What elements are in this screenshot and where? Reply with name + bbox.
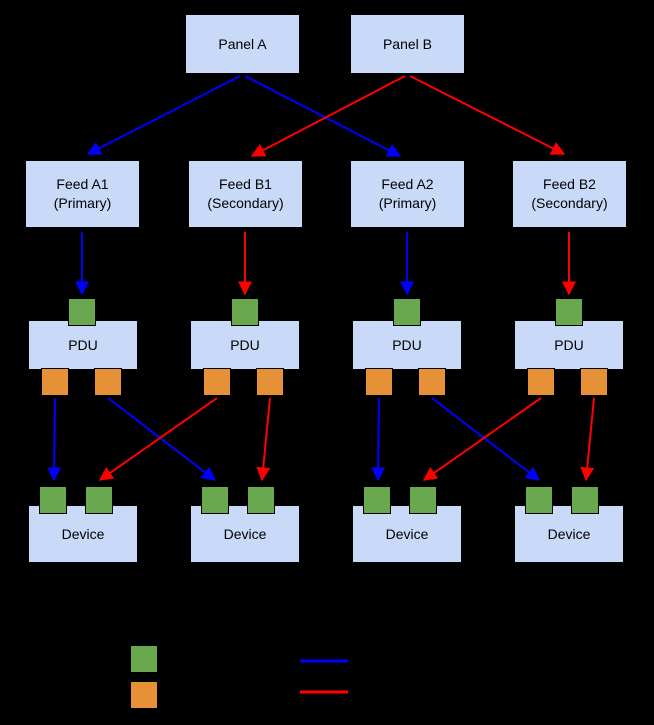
pdu-3-output-port-2-icon: [418, 368, 446, 396]
feed-a1-node: Feed A1 (Primary): [25, 160, 140, 228]
pdu-4-input-port-icon: [555, 298, 583, 326]
device-1-node: Device: [28, 505, 138, 563]
pdu-4-to-device-4-arrow: [580, 397, 595, 482]
feed-a2-name: Feed A2: [381, 176, 434, 193]
pdu-1-output-port-2-icon: [94, 368, 122, 396]
device-3-node: Device: [352, 505, 462, 563]
pdu-4-label: PDU: [554, 336, 584, 353]
device-2-input-port-2-icon: [247, 486, 275, 514]
pdu-1-to-device-1-arrow: [47, 397, 62, 482]
pdu-3-to-device-4-arrow: [431, 397, 541, 481]
pdu-1-to-device-2-arrow: [107, 397, 217, 481]
feed-b2-role: (Secondary): [531, 195, 608, 211]
pdu-1-node: PDU: [28, 320, 138, 370]
pdu-2-to-device-2-arrow: [256, 397, 271, 482]
device-1-input-port-1-icon: [39, 486, 67, 514]
panel-a-node: Panel A: [185, 14, 300, 74]
feed-b1-role: (Secondary): [207, 195, 284, 211]
panel-a-label: Panel A: [218, 35, 267, 52]
feed-b1-name: Feed B1: [219, 176, 272, 193]
device-4-input-port-2-icon: [571, 486, 599, 514]
panel-b-label: Panel B: [382, 35, 433, 52]
device-3-input-port-1-icon: [363, 486, 391, 514]
pdu-2-to-device-1-arrow: [98, 397, 218, 481]
legend-green-port-swatch-icon: [130, 645, 158, 673]
panel-b-node: Panel B: [350, 14, 465, 74]
device-4-node: Device: [514, 505, 624, 563]
device-2-node: Device: [190, 505, 300, 563]
feed-a2-role: (Primary): [378, 195, 437, 211]
feed-a1-role: (Primary): [53, 195, 112, 211]
feed-b2-node: Feed B2 (Secondary): [512, 160, 627, 228]
device-3-input-port-2-icon: [409, 486, 437, 514]
pdu-2-output-port-2-icon: [256, 368, 284, 396]
pdu-1-label: PDU: [68, 336, 98, 353]
pdu-4-node: PDU: [514, 320, 624, 370]
device-1-input-port-2-icon: [85, 486, 113, 514]
panel-a-to-feed-a1-arrow: [86, 75, 241, 155]
legend-orange-port-swatch-icon: [130, 681, 158, 709]
panel-a-to-feed-a2-arrow: [244, 75, 402, 157]
device-1-label: Device: [61, 525, 105, 542]
feed-a2-node: Feed A2 (Primary): [350, 160, 465, 228]
pdu-4-to-device-3-arrow: [422, 397, 542, 481]
feed-a1-name: Feed A1: [56, 176, 109, 193]
device-4-label: Device: [547, 525, 591, 542]
pdu-3-label: PDU: [392, 336, 422, 353]
pdu-4-output-port-2-icon: [580, 368, 608, 396]
pdu-1-input-port-icon: [68, 298, 96, 326]
pdu-2-input-port-icon: [231, 298, 259, 326]
pdu-1-output-port-1-icon: [41, 368, 69, 396]
device-2-input-port-1-icon: [201, 486, 229, 514]
panel-b-to-feed-b2-arrow: [409, 75, 566, 155]
panel-b-to-feed-b1-arrow: [250, 75, 406, 157]
feed-b1-node: Feed B1 (Secondary): [188, 160, 303, 228]
pdu-2-label: PDU: [230, 336, 260, 353]
pdu-2-node: PDU: [190, 320, 300, 370]
pdu-2-output-port-1-icon: [203, 368, 231, 396]
device-4-input-port-1-icon: [525, 486, 553, 514]
pdu-3-to-device-3-arrow: [371, 397, 386, 482]
pdu-3-output-port-1-icon: [365, 368, 393, 396]
pdu-3-input-port-icon: [393, 298, 421, 326]
device-3-label: Device: [385, 525, 429, 542]
device-2-label: Device: [223, 525, 267, 542]
feed-b2-name: Feed B2: [543, 176, 596, 193]
pdu-3-node: PDU: [352, 320, 462, 370]
pdu-4-output-port-1-icon: [527, 368, 555, 396]
